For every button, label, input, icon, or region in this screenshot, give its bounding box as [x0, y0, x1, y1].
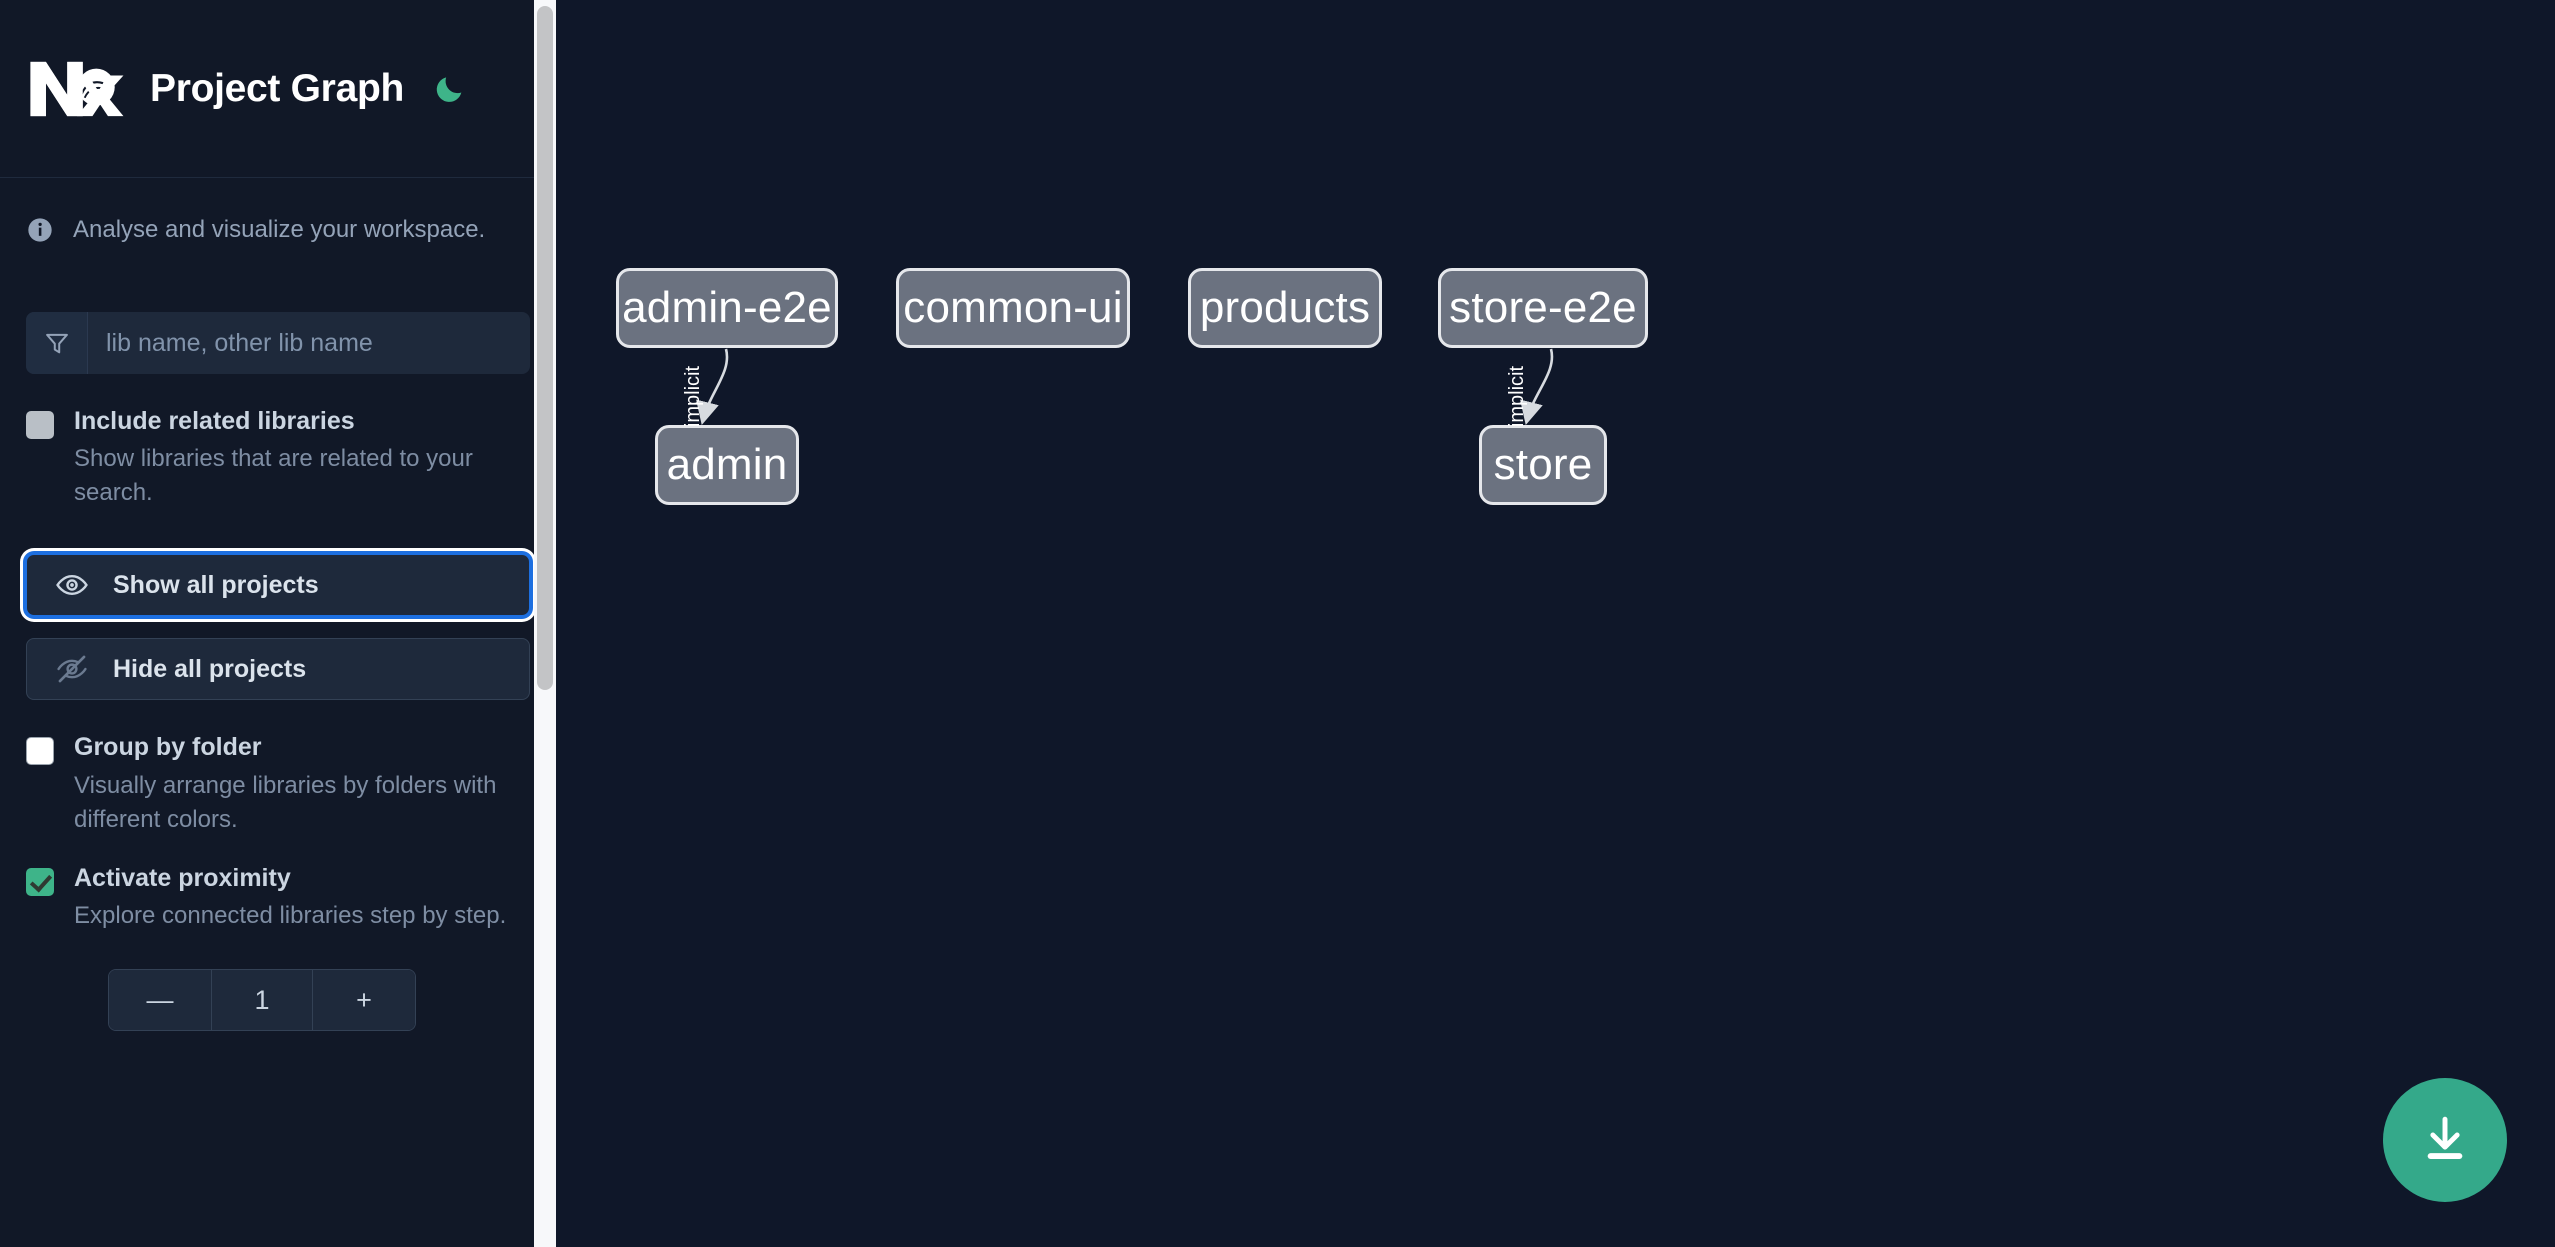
graph-node-label: products — [1199, 283, 1371, 332]
page-title: Project Graph — [150, 66, 404, 110]
filter-funnel-icon — [26, 312, 88, 374]
show-all-projects-label: Show all projects — [113, 570, 319, 599]
graph-node-common-ui[interactable]: common-ui — [896, 268, 1130, 348]
option-text: Include related libraries Show libraries… — [74, 406, 530, 510]
include-related-libraries-checkbox[interactable] — [26, 411, 54, 439]
info-icon — [26, 216, 54, 244]
proximity-stepper: — 1 + — [108, 969, 416, 1032]
option-include-related-libraries[interactable]: Include related libraries Show libraries… — [0, 374, 556, 510]
option-label: Group by folder — [74, 733, 262, 762]
nx-logo-icon — [26, 58, 124, 120]
stepper-increment-button[interactable]: + — [313, 970, 415, 1031]
graph-node-label: admin — [666, 440, 788, 489]
graph-node-admin[interactable]: admin — [655, 425, 799, 505]
sidebar-header: Project Graph — [0, 0, 556, 178]
graph-node-store[interactable]: store — [1479, 425, 1607, 505]
graph-node-label: common-ui — [903, 283, 1123, 332]
sidebar: Project Graph Analyse and visualize your… — [0, 0, 556, 1247]
option-text: Activate proximity Explore connected lib… — [74, 863, 506, 933]
graph-node-label: store-e2e — [1449, 283, 1637, 332]
sidebar-scrollbar[interactable] — [534, 0, 556, 1247]
tagline: Analyse and visualize your workspace. — [0, 178, 556, 244]
option-activate-proximity[interactable]: Activate proximity Explore connected lib… — [0, 837, 556, 933]
graph-edge-label-store: implicit — [1506, 365, 1529, 428]
group-by-folder-checkbox[interactable] — [26, 737, 54, 766]
graph-node-label: store — [1493, 440, 1593, 489]
tagline-text: Analyse and visualize your workspace. — [73, 216, 486, 243]
search-input[interactable] — [88, 312, 530, 374]
eye-off-icon — [55, 652, 89, 686]
sidebar-scrollbar-thumb[interactable] — [537, 6, 553, 690]
download-icon — [2418, 1112, 2472, 1169]
graph-node-products[interactable]: products — [1188, 268, 1382, 348]
option-group-by-folder[interactable]: Group by folder Visually arrange librari… — [0, 700, 556, 836]
moon-icon[interactable] — [430, 69, 470, 109]
eye-icon — [55, 568, 89, 602]
stepper-value[interactable]: 1 — [211, 970, 313, 1031]
graph-edge-label-admin: implicit — [682, 365, 705, 428]
show-all-projects-button[interactable]: Show all projects — [26, 554, 530, 617]
graph-canvas[interactable]: admin-e2e common-ui products store-e2e a… — [556, 0, 2555, 1247]
graph-node-store-e2e[interactable]: store-e2e — [1438, 268, 1648, 348]
sidebar-content: Project Graph Analyse and visualize your… — [0, 0, 556, 1032]
download-button[interactable] — [2383, 1078, 2507, 1202]
graph-edges — [696, 348, 1554, 426]
visibility-buttons: Show all projects Hide all projects — [0, 510, 556, 701]
activate-proximity-checkbox[interactable] — [26, 867, 54, 896]
option-description: Visually arrange libraries by folders wi… — [74, 771, 497, 833]
hide-all-projects-button[interactable]: Hide all projects — [26, 638, 530, 701]
proximity-stepper-row: — 1 + — [0, 933, 556, 1032]
option-description: Explore connected libraries step by step… — [74, 902, 507, 930]
graph-node-admin-e2e[interactable]: admin-e2e — [616, 268, 838, 348]
option-description: Show libraries that are related to your … — [74, 445, 473, 507]
option-label: Include related libraries — [74, 407, 355, 435]
option-text: Group by folder Visually arrange librari… — [74, 732, 530, 836]
search-bar[interactable] — [26, 312, 530, 374]
graph-node-label: admin-e2e — [622, 283, 832, 332]
stepper-decrement-button[interactable]: — — [109, 970, 211, 1031]
option-label: Activate proximity — [74, 863, 291, 892]
hide-all-projects-label: Hide all projects — [113, 654, 307, 683]
